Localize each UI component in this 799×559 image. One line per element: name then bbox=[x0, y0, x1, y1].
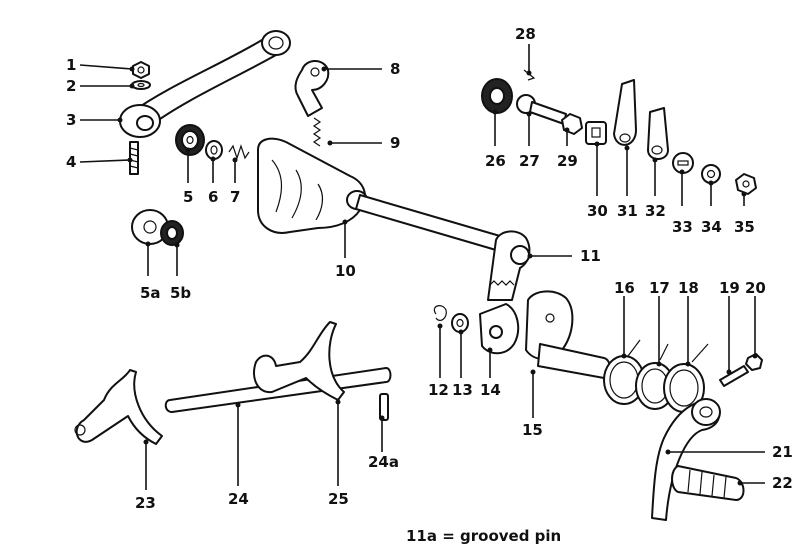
callout-12: 12 bbox=[428, 381, 449, 399]
callout-7: 7 bbox=[230, 188, 240, 206]
part-shaft bbox=[355, 194, 501, 251]
callout-5a: 5a bbox=[140, 284, 161, 302]
parts-artwork bbox=[74, 30, 763, 521]
callout-19: 19 bbox=[719, 279, 740, 297]
part-spring-7 bbox=[228, 144, 250, 160]
callout-16: 16 bbox=[614, 279, 635, 297]
part-nut-1 bbox=[132, 61, 150, 79]
part-pin-24a bbox=[379, 393, 389, 421]
callout-14: 14 bbox=[480, 381, 501, 399]
callout-5: 5 bbox=[183, 188, 193, 206]
part-rubber-22 bbox=[671, 465, 745, 501]
callout-labels: 1 2 3 4 5 6 7 8 9 10 11 12 13 14 15 16 1… bbox=[66, 25, 793, 512]
callout-34: 34 bbox=[701, 218, 722, 236]
part-fork-25 bbox=[253, 321, 345, 401]
part-washer-6 bbox=[205, 140, 223, 160]
part-selector-plate-10 bbox=[257, 137, 366, 234]
part-spring-9 bbox=[312, 117, 322, 147]
callout-27: 27 bbox=[519, 152, 540, 170]
part-fork-23 bbox=[75, 369, 163, 445]
callout-20: 20 bbox=[745, 279, 766, 297]
callout-18: 18 bbox=[678, 279, 699, 297]
callout-30: 30 bbox=[587, 202, 608, 220]
leader-lines bbox=[79, 44, 765, 490]
callout-3: 3 bbox=[66, 111, 76, 129]
callout-1: 1 bbox=[66, 56, 76, 74]
callout-24: 24 bbox=[228, 490, 249, 508]
part-star-washer-34 bbox=[701, 164, 721, 184]
callout-11: 11 bbox=[580, 247, 601, 265]
callout-21: 21 bbox=[772, 443, 793, 461]
part-selector-lever-8 bbox=[294, 60, 330, 117]
callout-33: 33 bbox=[672, 218, 693, 236]
part-washer-30 bbox=[585, 121, 607, 145]
callout-15: 15 bbox=[522, 421, 543, 439]
callout-24a: 24a bbox=[368, 453, 399, 471]
callout-22: 22 bbox=[772, 474, 793, 492]
part-plate-32 bbox=[647, 107, 669, 160]
part-bolt-19 bbox=[719, 365, 749, 387]
callout-31: 31 bbox=[617, 202, 638, 220]
callout-2: 2 bbox=[66, 77, 76, 95]
callout-5b: 5b bbox=[170, 284, 191, 302]
callout-6: 6 bbox=[208, 188, 218, 206]
callout-25: 25 bbox=[328, 490, 349, 508]
callout-28: 28 bbox=[515, 25, 536, 43]
part-washer-13 bbox=[451, 313, 469, 333]
part-washer-2 bbox=[131, 80, 151, 90]
part-nut-35 bbox=[735, 173, 757, 195]
callout-10: 10 bbox=[335, 262, 356, 280]
callout-29: 29 bbox=[557, 152, 578, 170]
callout-32: 32 bbox=[645, 202, 666, 220]
callout-9: 9 bbox=[390, 134, 400, 152]
part-plate-31 bbox=[613, 79, 637, 146]
callout-13: 13 bbox=[452, 381, 473, 399]
diagram-note: 11a = grooved pin bbox=[406, 527, 562, 545]
callout-26: 26 bbox=[485, 152, 506, 170]
callout-23: 23 bbox=[135, 494, 156, 512]
part-circlip-12 bbox=[433, 305, 447, 322]
callout-35: 35 bbox=[734, 218, 755, 236]
callout-17: 17 bbox=[649, 279, 670, 297]
callout-4: 4 bbox=[66, 153, 76, 171]
callout-8: 8 bbox=[390, 60, 400, 78]
